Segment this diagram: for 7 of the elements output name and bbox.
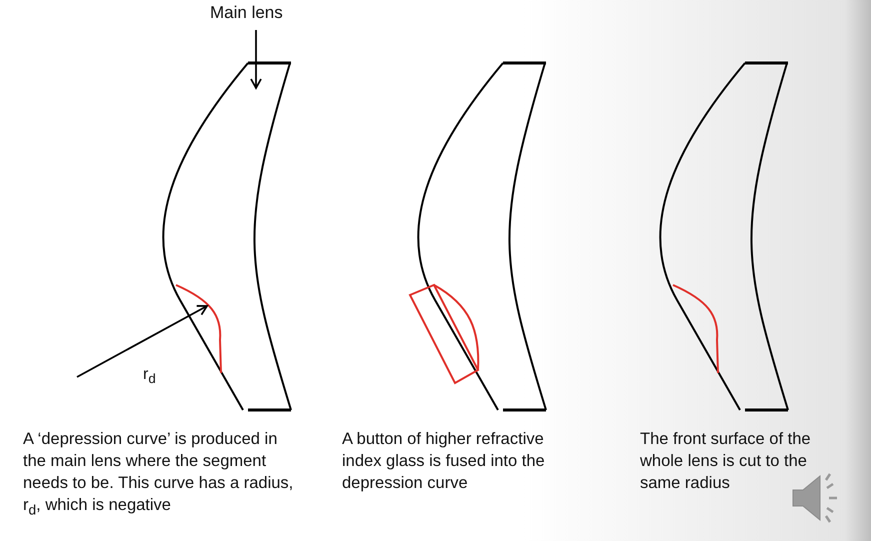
- caption-text: The front surface of the whole lens is cut to the same radius: [640, 429, 812, 494]
- caption-text: A ‘depression curve’ is produced in the main lens where the segment needs to be. This curve has a radius, r$_{d}$, which is negative: [23, 429, 294, 520]
- lens-drawing: [162, 62, 292, 412]
- caption-text: A button of higher refractive index glass is fused into the depression curve: [342, 429, 546, 494]
- part-label: Main lens: [210, 2, 283, 24]
- leader-arrow: [250, 30, 262, 89]
- symbol-label: r$_{d}$: [143, 365, 157, 388]
